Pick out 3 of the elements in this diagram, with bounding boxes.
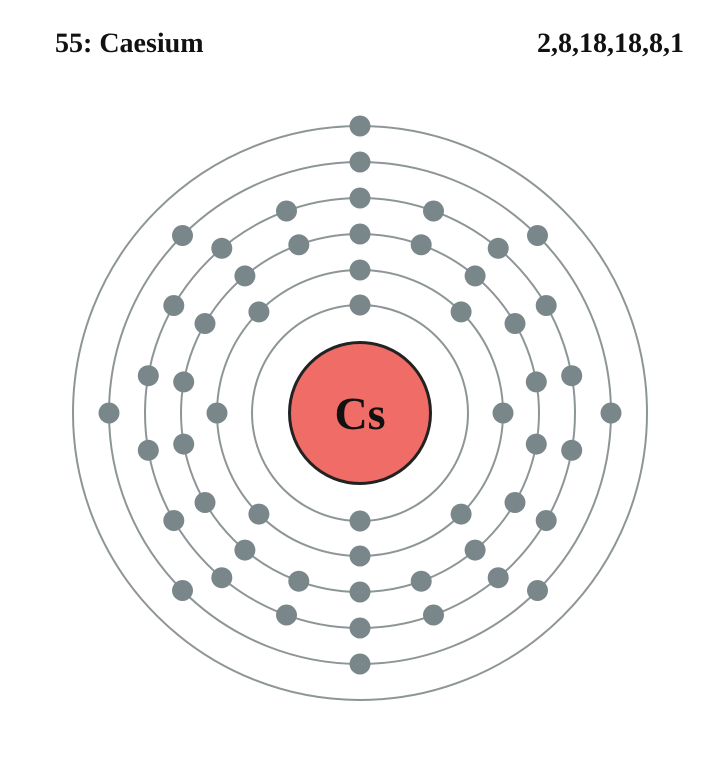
diagram-title: 55: Caesium bbox=[55, 28, 204, 60]
element-symbol: Cs bbox=[334, 386, 386, 440]
electron-configuration: 2,8,18,18,8,1 bbox=[537, 28, 684, 60]
